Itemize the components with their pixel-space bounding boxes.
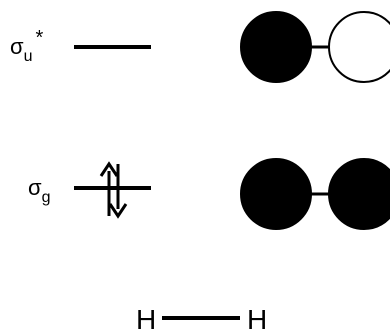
- antibonding-symbol: σ: [10, 34, 24, 59]
- bonding-lobe-left: [240, 158, 312, 230]
- antibonding-label: σu*: [10, 27, 43, 65]
- antibonding-lobe-left: [240, 11, 312, 83]
- h2-molecule: H H: [136, 304, 267, 329]
- bonding-subscript: g: [42, 189, 51, 206]
- electron-spin-up-icon: [99, 161, 119, 216]
- atom-right-label: H: [247, 304, 267, 329]
- antibonding-superscript: *: [35, 27, 43, 49]
- antibonding-lobe-right: [328, 11, 390, 83]
- bonding-symbol: σ: [28, 175, 42, 200]
- electron-spin-down-icon: [108, 164, 128, 219]
- bonding-label: σg: [28, 175, 50, 206]
- antibonding-orbital: [240, 11, 390, 83]
- bonding-level: σg: [28, 161, 151, 219]
- bonding-orbital: [240, 158, 390, 230]
- antibonding-level: σu*: [10, 27, 151, 65]
- atom-left-label: H: [136, 304, 156, 329]
- bonding-lobe-right: [328, 158, 390, 230]
- antibonding-subscript: u: [24, 48, 33, 65]
